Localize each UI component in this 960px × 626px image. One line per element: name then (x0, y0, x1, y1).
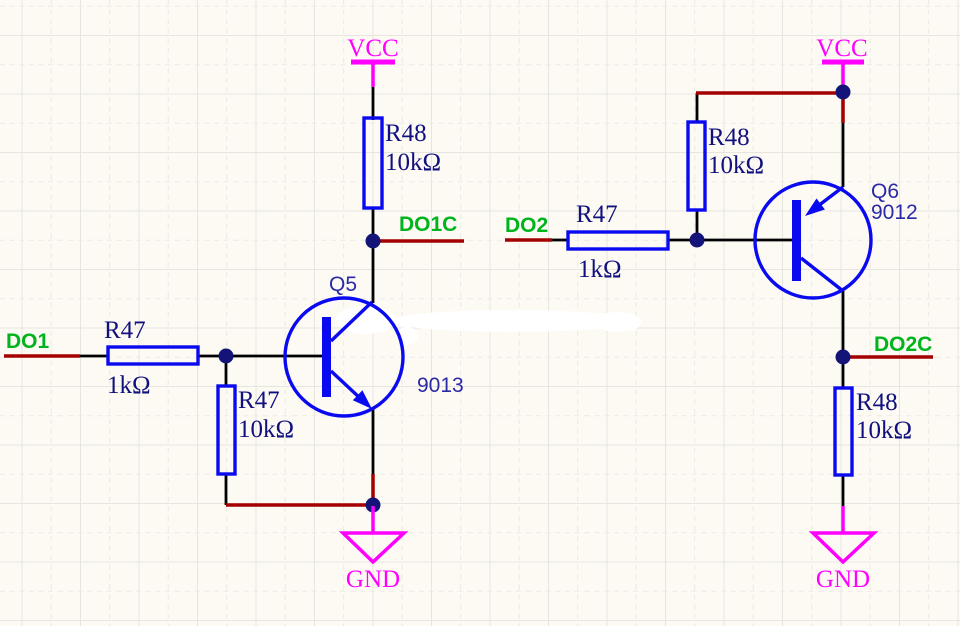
transistor-collector-lead (799, 256, 845, 293)
resistor-r48-pullup[interactable]: R48 10kΩ (362, 116, 441, 210)
resistor-r47-series[interactable]: R47 1kΩ (104, 317, 200, 399)
vcc-label[interactable]: VCC (347, 35, 398, 62)
transistor-designator[interactable]: Q5 (329, 273, 357, 296)
transistor-emitter-lead (329, 369, 363, 401)
gnd-label[interactable]: GND (816, 566, 870, 593)
smudge-blob (390, 310, 634, 332)
resistor-designator[interactable]: R47 (576, 201, 618, 228)
junction-dot (218, 348, 234, 364)
resistor-body[interactable] (566, 230, 670, 251)
resistor-designator[interactable]: R47 (104, 317, 146, 344)
resistor-body[interactable] (686, 120, 707, 212)
npn-emitter-arrow-icon (352, 390, 372, 409)
left-circuit: VCC R48 10kΩ DO1C DO1 R47 1kΩ R47 10kΩ (4, 35, 464, 593)
resistor-r47-pulldown[interactable]: R47 10kΩ (216, 384, 294, 476)
vcc-label[interactable]: VCC (816, 35, 867, 62)
transistor-emitter-lead (816, 185, 845, 208)
transistor-collector-lead (329, 300, 374, 343)
right-circuit: VCC R48 10kΩ DO2 R47 1kΩ Q6 9012 DO2C (505, 35, 933, 593)
net-label-do1[interactable]: DO1 (6, 330, 50, 353)
net-label-do2c[interactable]: DO2C (874, 333, 932, 356)
junction-dot (365, 497, 381, 513)
gnd-power-symbol[interactable]: GND (338, 506, 409, 593)
gnd-triangle (808, 531, 879, 565)
resistor-body[interactable] (833, 386, 854, 477)
junction-dot (835, 84, 851, 100)
transistor-circle[interactable] (283, 296, 405, 418)
gnd-power-symbol[interactable]: GND (808, 506, 879, 593)
transistor-circle[interactable] (753, 180, 873, 300)
transistor-part-number[interactable]: 9012 (871, 201, 918, 224)
net-label-do2[interactable]: DO2 (505, 214, 548, 237)
transistor-q6[interactable]: Q6 9012 (753, 180, 918, 300)
resistor-value[interactable]: 10kΩ (856, 417, 912, 444)
pnp-emitter-arrow-icon (805, 198, 825, 216)
gnd-label[interactable]: GND (346, 566, 400, 593)
resistor-body[interactable] (216, 384, 237, 476)
transistor-part-number[interactable]: 9013 (417, 374, 464, 397)
resistor-r48-pullup[interactable]: R48 10kΩ (686, 120, 764, 212)
junction-dot (365, 233, 381, 249)
resistor-designator[interactable]: R48 (385, 120, 427, 147)
resistor-body[interactable] (362, 116, 384, 210)
junction-dot (689, 232, 705, 248)
smudge-blob (594, 312, 642, 332)
vcc-power-symbol[interactable]: VCC (347, 35, 399, 87)
transistor-base-bar (792, 200, 801, 281)
transistor-base-bar (322, 317, 331, 397)
resistor-value[interactable]: 10kΩ (385, 149, 441, 176)
transistor-designator[interactable]: Q6 (871, 180, 899, 203)
resistor-r48-output[interactable]: R48 10kΩ (833, 386, 912, 477)
resistor-r47-series[interactable]: R47 1kΩ (566, 201, 670, 283)
transistor-q5[interactable]: Q5 9013 (283, 273, 464, 418)
junction-dot (835, 349, 851, 365)
resistor-designator[interactable]: R48 (856, 389, 898, 416)
resistor-designator[interactable]: R47 (238, 387, 280, 414)
vcc-power-symbol[interactable]: VCC (816, 35, 868, 90)
resistor-value[interactable]: 10kΩ (708, 152, 764, 179)
resistor-value[interactable]: 10kΩ (238, 416, 294, 443)
resistor-value[interactable]: 1kΩ (107, 372, 151, 399)
gnd-triangle (338, 531, 409, 565)
resistor-value[interactable]: 1kΩ (578, 256, 622, 283)
resistor-body[interactable] (106, 345, 200, 366)
eraser-smudge (336, 306, 642, 345)
resistor-designator[interactable]: R48 (708, 124, 750, 151)
net-label-do1c[interactable]: DO1C (399, 213, 457, 236)
